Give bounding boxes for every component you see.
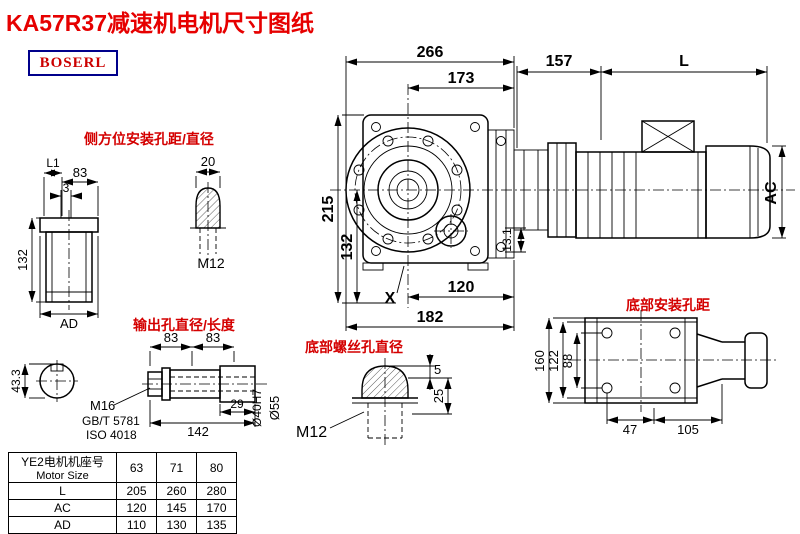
x-mark-label: X [385,290,396,307]
dim-122: 122 [546,350,561,372]
dim-29: 29 [230,397,244,411]
dia-55-label: Ø55 [267,396,282,421]
size-column-71: 71 [156,452,197,483]
output-shaft-detail: 输出孔直径/长度 43.3 83 83 M16 GB/T 5781 ISO 40… [9,317,282,442]
motor-size-table: YE2电机机座号 Motor Size 63 71 80 L 205 260 2… [8,452,237,534]
dim-88: 88 [560,354,575,368]
dim-47: 47 [623,422,637,437]
dim-132-front: 132 [339,234,356,261]
cell-AD-63: 110 [116,516,157,534]
bottom-mount-view: 底部安装孔距 160 122 88 47 105 [532,297,778,437]
motor-size-header-cell: YE2电机机座号 Motor Size [8,452,117,483]
label-side-mount: 侧方位安装孔距/直径 [84,131,214,147]
boserl-logo-text: BOSERL [39,54,107,71]
dim-182: 182 [417,309,444,326]
dim-5: 5 [434,362,441,377]
cell-L-63: 205 [116,482,157,500]
cell-L-80: 280 [196,482,237,500]
table-row-AD: AD 110 130 135 [8,516,237,534]
dim-215: 215 [320,196,337,223]
row-label-AC: AC [8,499,117,517]
dim-83-side: 83 [73,165,87,180]
dim-160: 160 [532,350,547,372]
bottom-screw-detail: 底部螺丝孔直径 M12 5 25 [296,339,452,448]
dim-83-output-2: 83 [206,330,220,345]
iso-standard-label: ISO 4018 [86,428,137,442]
table-header-en: Motor Size [36,470,89,482]
dia-40h7-label: Ø40H7 [250,389,264,427]
cell-AD-80: 135 [196,516,237,534]
label-bottom-screw: 底部螺丝孔直径 [305,339,403,355]
cell-L-71: 260 [156,482,197,500]
label-output-hole: 输出孔直径/长度 [133,317,236,333]
motor-side-view [513,120,771,239]
m12-side-label: M12 [197,255,224,271]
size-column-80: 80 [196,452,237,483]
dim-AC: AC [763,181,780,205]
dim-L: L [679,53,689,70]
cell-AC-63: 120 [116,499,157,517]
cell-AD-71: 130 [156,516,197,534]
dim-266: 266 [417,44,444,61]
side-hole-pin-detail: 20 M12 [190,154,226,271]
table-row-L: L 205 260 280 [8,482,237,500]
table-header-row: YE2电机机座号 Motor Size 63 71 80 [8,452,237,483]
dim-3: 3 [63,181,70,195]
table-header-cn: YE2电机机座号 [21,455,104,469]
row-label-AD: AD [8,516,117,534]
boserl-logo: BOSERL [28,50,118,76]
size-column-63: 63 [116,452,157,483]
gearbox-front-view [330,84,795,308]
main-dimensions: 266 173 157 L 215 132 120 182 13.1 X AC [320,44,786,331]
dim-83-output-1: 83 [164,330,178,345]
dim-13-1: 13.1 [500,228,514,252]
dim-AD: AD [60,316,78,331]
dim-25: 25 [431,389,446,403]
dim-132-side: 132 [15,249,30,271]
cell-AC-80: 170 [196,499,237,517]
page-title: KA57R37减速机电机尺寸图纸 [6,10,314,36]
dim-43-3: 43.3 [9,369,23,393]
m12-bottom-label: M12 [296,424,327,441]
cell-AC-71: 145 [156,499,197,517]
m16-label: M16 [90,398,115,413]
dim-120: 120 [448,279,475,296]
row-label-L: L [8,482,117,500]
dim-L1: L1 [46,156,60,170]
dim-142: 142 [187,424,209,439]
dim-157: 157 [546,53,573,70]
dim-20: 20 [201,154,215,169]
dim-105: 105 [677,422,699,437]
side-mount-detail: 侧方位安装孔距/直径 L1 83 3 132 AD [15,131,214,331]
table-row-AC: AC 120 145 170 [8,499,237,517]
dim-173: 173 [448,70,475,87]
gb-standard-label: GB/T 5781 [82,414,140,428]
label-bottom-mount: 底部安装孔距 [626,297,710,313]
